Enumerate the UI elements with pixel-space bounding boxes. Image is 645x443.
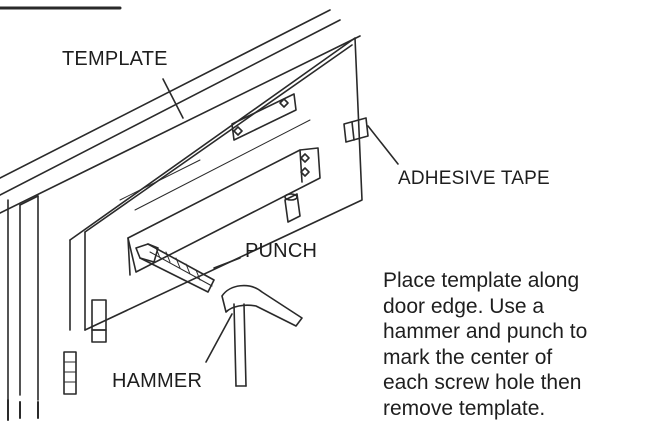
label-punch: PUNCH (245, 240, 318, 262)
instruction-line: Place template along (383, 269, 580, 292)
tape-leader-line (367, 125, 399, 165)
template-plate (69, 37, 363, 331)
adhesive-tape (343, 117, 399, 165)
label-adhesive-tape: ADHESIVE TAPE (398, 168, 550, 189)
hammer-leader-line (205, 313, 233, 363)
punch-tool (135, 243, 241, 293)
instruction-text: Place template along door edge. Use a ha… (383, 268, 638, 421)
instruction-line: hammer and punch to (383, 320, 588, 343)
instruction-line: each screw hole then (383, 371, 582, 394)
spindle-stub (284, 193, 301, 223)
label-hammer: HAMMER (112, 370, 203, 392)
template-leader-line (162, 78, 184, 119)
instruction-line: door edge. Use a (383, 294, 545, 318)
instruction-line: mark the center of (383, 345, 553, 369)
punch-leader-line (213, 257, 241, 269)
lower-slot (127, 147, 321, 276)
instruction-line: remove template. (383, 396, 546, 420)
side-fittings (7, 299, 107, 421)
label-template: TEMPLATE (62, 48, 168, 70)
hammer-tool (205, 284, 303, 387)
upper-slot (231, 93, 297, 141)
door-outline (0, 6, 361, 401)
